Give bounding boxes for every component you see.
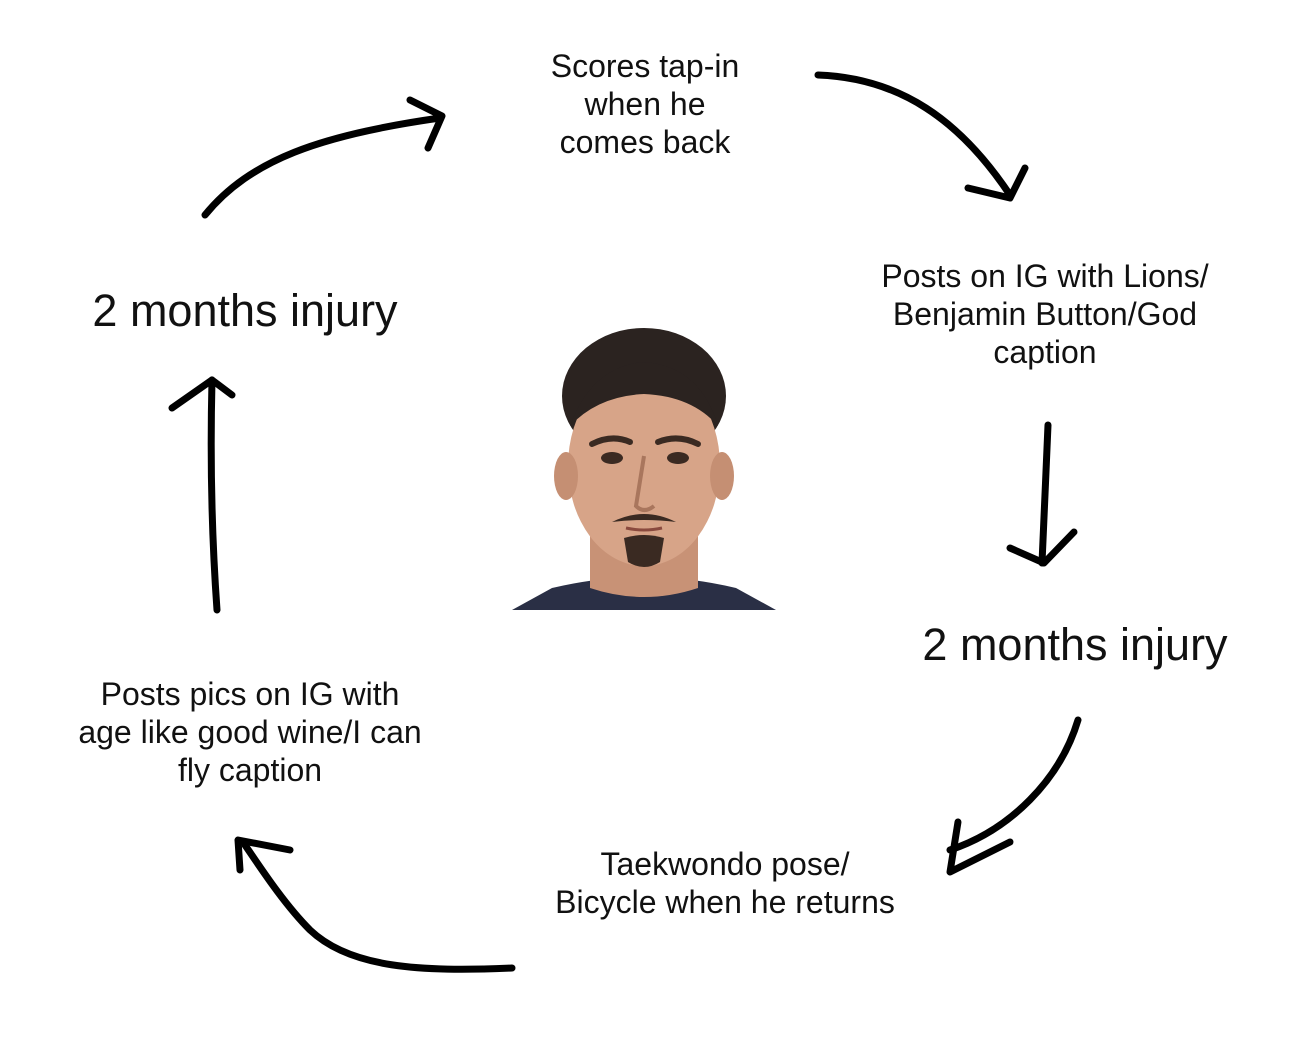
- arrowhead-left-up: [168, 376, 236, 412]
- arrowhead-right-down: [1006, 528, 1078, 567]
- arrowhead-to-top: [406, 96, 446, 152]
- arrow-to-top: [201, 114, 444, 219]
- step-posts-ig-lions: Posts on IG with Lions/ Benjamin Button/…: [881, 258, 1209, 370]
- arrowhead-to-right-top: [964, 164, 1029, 202]
- step-posts-ig-wine: Posts pics on IG with age like good wine…: [78, 676, 422, 788]
- arrow-right-to-bottom: [946, 716, 1082, 854]
- arrow-bottom-to-left: [241, 841, 516, 973]
- step-scores-tap-in: Scores tap-in when he comes back: [550, 48, 740, 160]
- arrow-right-down: [1038, 421, 1052, 567]
- arrowhead-bottom-to-left: [234, 836, 294, 874]
- step-taekwondo-pose: Taekwondo pose/ Bicycle when he returns: [555, 846, 895, 920]
- arrow-to-right-top: [814, 71, 1014, 199]
- player-portrait-icon: [512, 328, 776, 610]
- arrow-left-up: [207, 376, 221, 614]
- arrowhead-right-to-bottom: [946, 818, 1014, 876]
- step-injury-right: 2 months injury: [922, 619, 1228, 670]
- step-injury-left: 2 months injury: [92, 285, 398, 336]
